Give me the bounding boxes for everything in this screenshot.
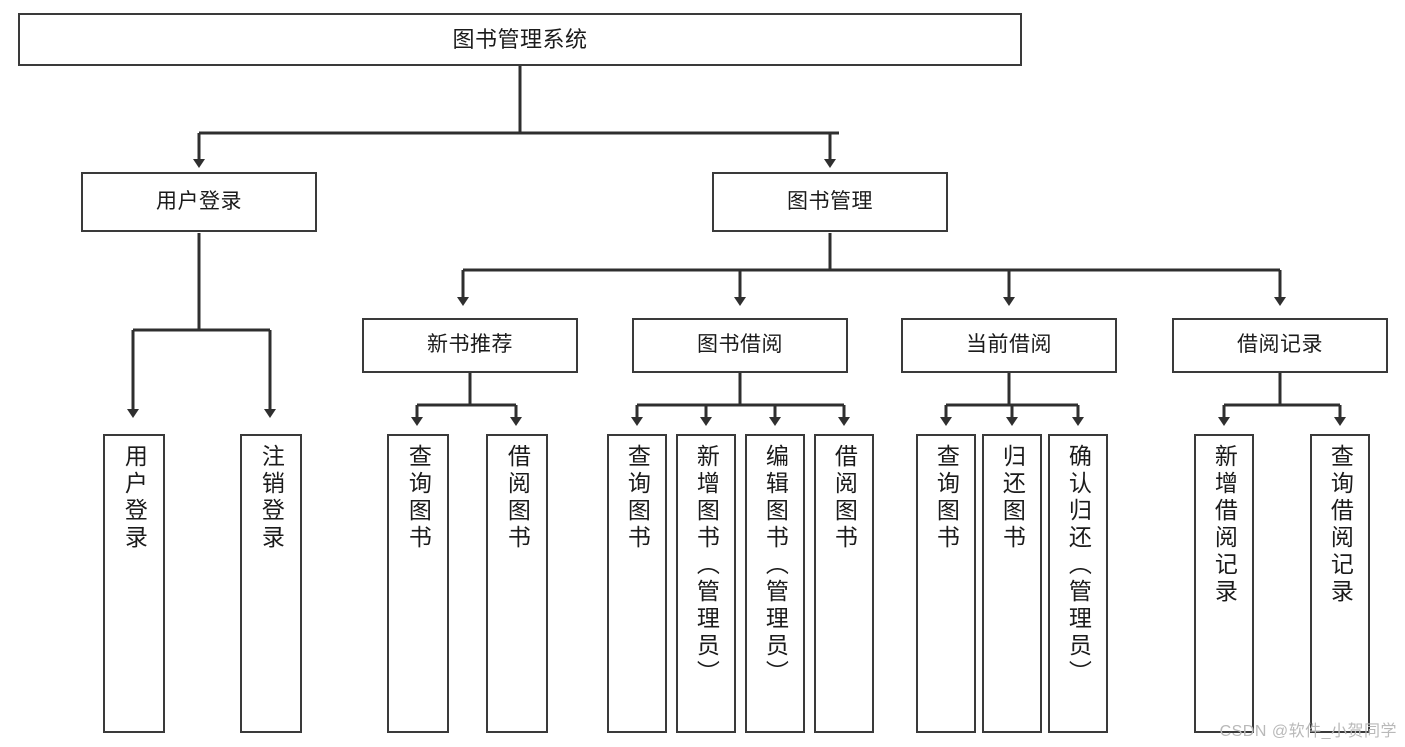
node-leaf-edit-book-label: 编辑图书（管理员） [762, 444, 789, 687]
node-leaf-add-book[interactable]: 新增图书（管理员） [676, 434, 736, 733]
node-leaf-query-book-2[interactable]: 查询图书 [607, 434, 667, 733]
node-leaf-borrow-book-1-label: 借阅图书 [504, 444, 531, 552]
node-leaf-user-login[interactable]: 用户登录 [103, 434, 165, 733]
node-borrow-record-label: 借阅记录 [1237, 333, 1323, 357]
node-leaf-query-book-1[interactable]: 查询图书 [387, 434, 449, 733]
node-book-borrow-label: 图书借阅 [697, 333, 783, 357]
node-borrow-record[interactable]: 借阅记录 [1172, 318, 1388, 373]
node-leaf-logout-login[interactable]: 注销登录 [240, 434, 302, 733]
node-leaf-return-book-label: 归还图书 [999, 444, 1026, 552]
node-new-book-recommend-label: 新书推荐 [427, 333, 513, 357]
node-leaf-confirm-return-label: 确认归还（管理员） [1065, 444, 1092, 687]
node-root[interactable]: 图书管理系统 [18, 13, 1022, 66]
node-leaf-add-book-label: 新增图书（管理员） [693, 444, 720, 687]
node-leaf-add-record[interactable]: 新增借阅记录 [1194, 434, 1254, 733]
node-leaf-borrow-book-2-label: 借阅图书 [831, 444, 858, 552]
node-leaf-confirm-return[interactable]: 确认归还（管理员） [1048, 434, 1108, 733]
node-leaf-query-record-label: 查询借阅记录 [1327, 444, 1354, 606]
node-leaf-add-record-label: 新增借阅记录 [1211, 444, 1238, 606]
node-book-management-label: 图书管理 [787, 189, 873, 213]
node-leaf-edit-book[interactable]: 编辑图书（管理员） [745, 434, 805, 733]
node-leaf-return-book[interactable]: 归还图书 [982, 434, 1042, 733]
node-leaf-logout-login-label: 注销登录 [258, 444, 285, 552]
node-root-label: 图书管理系统 [452, 26, 588, 52]
node-current-borrow[interactable]: 当前借阅 [901, 318, 1117, 373]
node-book-borrow[interactable]: 图书借阅 [632, 318, 848, 373]
node-leaf-borrow-book-2[interactable]: 借阅图书 [814, 434, 874, 733]
node-leaf-user-login-label: 用户登录 [121, 444, 148, 552]
node-user-login-label: 用户登录 [156, 189, 242, 213]
node-current-borrow-label: 当前借阅 [966, 333, 1052, 357]
node-new-book-recommend[interactable]: 新书推荐 [362, 318, 578, 373]
node-book-management[interactable]: 图书管理 [712, 172, 948, 232]
node-leaf-query-book-1-label: 查询图书 [405, 444, 432, 552]
node-leaf-query-book-3[interactable]: 查询图书 [916, 434, 976, 733]
node-leaf-query-book-3-label: 查询图书 [933, 444, 960, 552]
node-leaf-query-record[interactable]: 查询借阅记录 [1310, 434, 1370, 733]
watermark-text: CSDN @软件_小贺同学 [1219, 723, 1397, 740]
node-user-login[interactable]: 用户登录 [81, 172, 317, 232]
node-leaf-query-book-2-label: 查询图书 [624, 444, 651, 552]
node-leaf-borrow-book-1[interactable]: 借阅图书 [486, 434, 548, 733]
